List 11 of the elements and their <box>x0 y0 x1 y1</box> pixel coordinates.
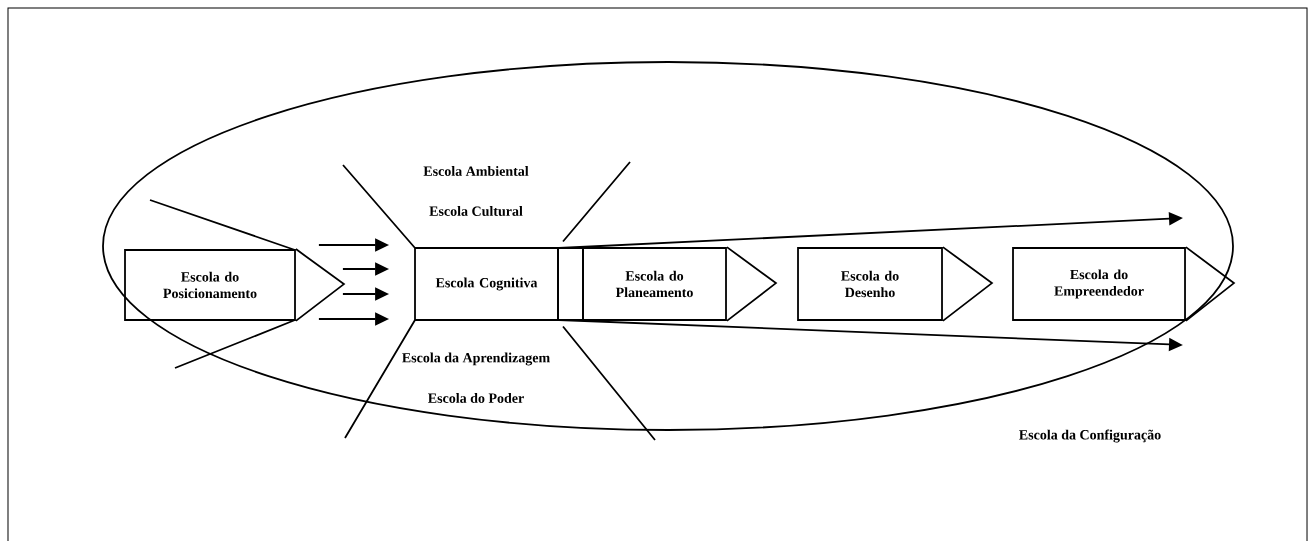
process-box: Escola Cognitiva <box>414 247 559 321</box>
arrow-box: Escola do Desenho <box>797 246 994 322</box>
empty-box <box>557 247 584 321</box>
label: Escola da Aprendizagem <box>402 352 550 366</box>
label: Escola Ambiental <box>423 166 529 176</box>
node-label: Escola da Configuração <box>1019 429 1161 443</box>
label: Escola Cultural <box>429 206 523 216</box>
arrow-box: Escola do Planeamento <box>582 246 778 322</box>
label: Escola do Poder <box>428 393 524 403</box>
arrow-box: Escola do Empreendedor <box>1012 246 1236 322</box>
arrow-box: Escola do Posicionamento <box>124 248 346 322</box>
